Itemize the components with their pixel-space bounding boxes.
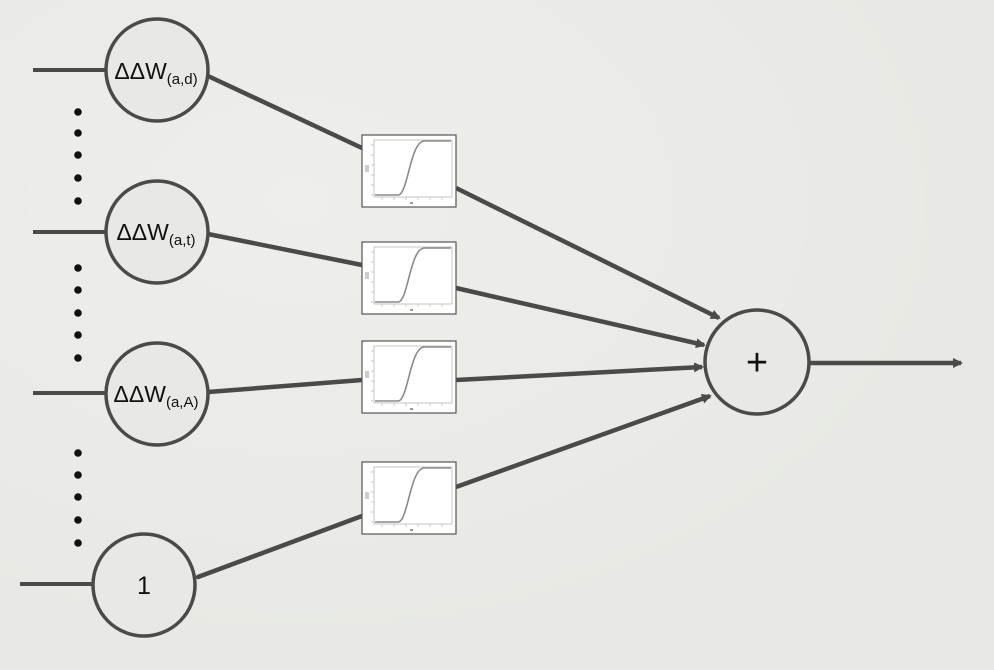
ellipsis-dots-middle bbox=[74, 264, 82, 362]
sigmoid-plot-icon bbox=[361, 134, 457, 208]
bias-node-label: 1 bbox=[137, 572, 151, 600]
sigmoid-plot-icon bbox=[361, 340, 457, 414]
sigmoid-plot-icon bbox=[361, 461, 457, 535]
dot bbox=[74, 108, 82, 116]
dot bbox=[74, 493, 82, 501]
dot bbox=[74, 309, 82, 317]
dot bbox=[74, 151, 82, 159]
svg-text:ΔΔW(a,t): ΔΔW(a,t) bbox=[116, 219, 195, 249]
ellipsis-dots-upper bbox=[74, 108, 82, 205]
dot bbox=[74, 539, 82, 547]
input-node-at: ΔΔW(a,t) bbox=[104, 179, 210, 285]
dot bbox=[74, 197, 82, 205]
edge-aA-to-sigmoid bbox=[205, 377, 365, 395]
svg-text:ΔΔW(a,d): ΔΔW(a,d) bbox=[114, 58, 197, 88]
input-lines bbox=[20, 68, 106, 586]
sigmoid-plot-icon bbox=[361, 241, 457, 315]
node-aA-subscript: (a,A) bbox=[166, 394, 199, 411]
connections-to-activations bbox=[195, 73, 365, 580]
arrow-aA-to-sum bbox=[455, 362, 704, 383]
dot bbox=[74, 264, 82, 272]
dot bbox=[74, 174, 82, 182]
arrow-bias-to-sum bbox=[455, 393, 712, 490]
bias-node: 1 bbox=[91, 532, 197, 638]
node-aA-prefix: ΔΔW bbox=[114, 381, 167, 407]
edge-bias-to-sigmoid bbox=[195, 513, 365, 580]
dot bbox=[74, 449, 82, 457]
svg-text:ΔΔW(a,A): ΔΔW(a,A) bbox=[114, 381, 199, 411]
dot bbox=[74, 129, 82, 137]
dot bbox=[74, 354, 82, 362]
sum-node: + bbox=[703, 308, 811, 416]
sum-node-label: + bbox=[746, 342, 768, 384]
arrow-at-to-sum bbox=[455, 285, 706, 349]
dot bbox=[74, 471, 82, 479]
arrow-ad-to-sum bbox=[455, 185, 721, 321]
edge-at-to-sigmoid bbox=[205, 231, 365, 268]
node-ad-subscript: (a,d) bbox=[167, 71, 198, 88]
dot bbox=[74, 516, 82, 524]
node-at-subscript: (a,t) bbox=[169, 232, 196, 249]
node-at-prefix: ΔΔW bbox=[116, 219, 169, 245]
dot bbox=[74, 331, 82, 339]
input-node-ad: ΔΔW(a,d) bbox=[104, 17, 210, 123]
edge-ad-to-sigmoid bbox=[205, 73, 365, 151]
input-node-aA: ΔΔW(a,A) bbox=[104, 341, 210, 447]
ellipsis-dots-lower bbox=[74, 449, 82, 547]
node-ad-prefix: ΔΔW bbox=[114, 58, 167, 84]
connections-to-sum bbox=[455, 185, 721, 490]
dot bbox=[74, 286, 82, 294]
